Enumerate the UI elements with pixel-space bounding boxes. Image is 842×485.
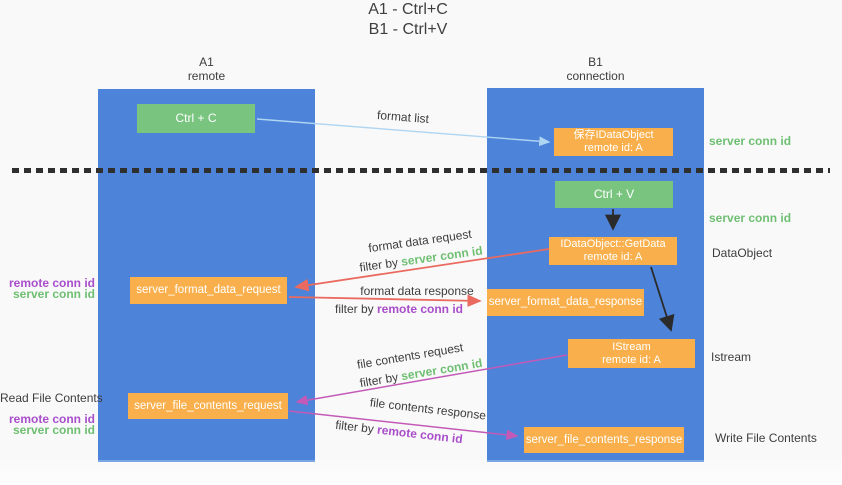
left-column-header: A1 remote: [98, 55, 315, 83]
node-ctrl-v-label: Ctrl + V: [593, 187, 635, 201]
remote-conn-id-label-2: remote conn id: [8, 412, 95, 426]
node-file-request-label: server_file_contents_request: [134, 399, 282, 412]
right-column-header: B1 connection: [487, 55, 704, 83]
format-data-response-label: format data response: [360, 284, 474, 298]
format-list-label: format list: [376, 107, 430, 127]
node-istream-line2: remote id: A: [602, 353, 661, 366]
node-file-response-label: server_file_contents_response: [525, 433, 683, 446]
node-format-response-label: server_format_data_response: [488, 296, 643, 308]
node-istream-line1: IStream: [612, 340, 651, 353]
right-column-subtitle: connection: [566, 69, 625, 83]
title-line-2: B1 - Ctrl+V: [368, 21, 448, 38]
node-istream: IStream remote id: A: [568, 339, 695, 368]
node-ctrl-c: Ctrl + C: [137, 104, 255, 133]
remote-conn-id-inline-1: remote conn id: [377, 302, 464, 316]
node-save-idataobject-line1: 保存IDataObject: [573, 129, 654, 141]
filter-by-text: filter by: [334, 417, 378, 437]
server-conn-id-label-left-1: server conn id: [12, 287, 95, 301]
istream-label: Istream: [711, 350, 752, 364]
dataobject-label: DataObject: [712, 246, 773, 260]
write-file-contents-label: Write File Contents: [715, 431, 817, 445]
file-response-filter-label: filter by remote conn id: [335, 418, 464, 446]
node-format-request-label: server_format_data_request: [136, 284, 281, 296]
title-line-1: A1 - Ctrl+C: [368, 1, 448, 18]
file-contents-response-label: file contents response: [369, 395, 487, 423]
node-idataobject-getdata: IDataObject::GetData remote id: A: [549, 237, 677, 265]
remote-conn-id-inline-2: remote conn id: [376, 422, 464, 447]
diagram-title: A1 - Ctrl+C B1 - Ctrl+V: [0, 0, 816, 40]
node-ctrl-c-label: Ctrl + C: [175, 111, 217, 125]
server-conn-id-label-mid: server conn id: [709, 211, 792, 225]
node-server-file-contents-request: server_file_contents_request: [128, 393, 288, 419]
filter-by-text: filter by: [358, 254, 403, 275]
read-file-contents-label: Read File Contents: [0, 391, 103, 405]
left-column-subtitle: remote: [187, 69, 226, 83]
node-getdata-line1: IDataObject::GetData: [560, 238, 666, 250]
node-server-format-data-request: server_format_data_request: [130, 277, 287, 304]
filter-by-text: filter by: [358, 369, 403, 391]
remote-conn-id-label-1: remote conn id: [8, 276, 95, 290]
left-column-name: A1: [199, 55, 214, 69]
filter-by-text: filter by: [334, 302, 377, 316]
server-conn-id-label-top: server conn id: [709, 134, 792, 148]
node-save-idataobject: 保存IDataObject remote id: A: [554, 128, 673, 156]
node-server-file-contents-response: server_file_contents_response: [524, 427, 684, 453]
node-ctrl-v: Ctrl + V: [555, 181, 673, 208]
node-save-idataobject-line2: remote id: A: [584, 142, 643, 154]
node-getdata-line2: remote id: A: [583, 251, 643, 263]
format-response-filter-label: filter by remote conn id: [335, 302, 463, 316]
node-server-format-data-response: server_format_data_response: [487, 289, 644, 316]
separator-dotted-line: [12, 168, 830, 173]
left-conn-id-pair-1: remote conn id server conn id: [0, 276, 95, 301]
server-conn-id-label-left-2: server conn id: [12, 423, 95, 437]
right-column-name: B1: [588, 55, 603, 69]
left-conn-id-pair-2: remote conn id server conn id: [0, 412, 95, 437]
